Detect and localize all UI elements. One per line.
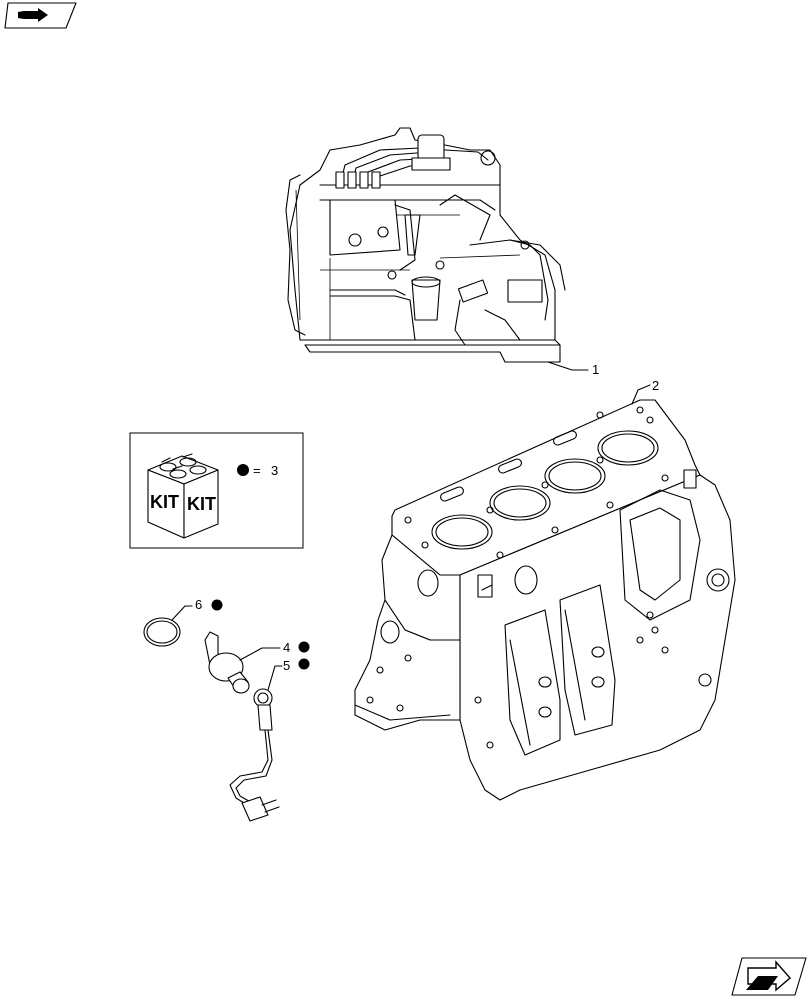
- kit-label-left: KIT: [150, 492, 179, 512]
- next-page-arrow-icon[interactable]: [731, 957, 807, 996]
- legend-equals: =: [253, 463, 261, 478]
- callout-label-2: 2: [652, 378, 659, 393]
- engine-assembly-drawing: [285, 127, 566, 363]
- block-heater-part: [204, 631, 250, 694]
- kit-label-right: KIT: [187, 494, 216, 514]
- o-ring-part: [143, 617, 181, 647]
- engine-block-drawing: [354, 399, 736, 801]
- legend-dot-icon: [237, 464, 249, 476]
- callout-label-4: 4: [283, 640, 290, 655]
- callout-label-6: 6: [195, 597, 202, 612]
- kit-marker-5-icon: [298, 658, 310, 670]
- kit-marker-6-icon: [211, 599, 223, 611]
- callout-label-5: 5: [283, 658, 290, 673]
- kit-legend-box: KIT KIT = 3: [129, 432, 304, 549]
- sensor-cable-part: [229, 688, 280, 822]
- book-arrow-icon[interactable]: [4, 2, 77, 29]
- callout-label-1: 1: [592, 362, 599, 377]
- kit-marker-4-icon: [298, 641, 310, 653]
- kit-box-icon: [147, 453, 219, 539]
- legend-ref: 3: [271, 463, 278, 478]
